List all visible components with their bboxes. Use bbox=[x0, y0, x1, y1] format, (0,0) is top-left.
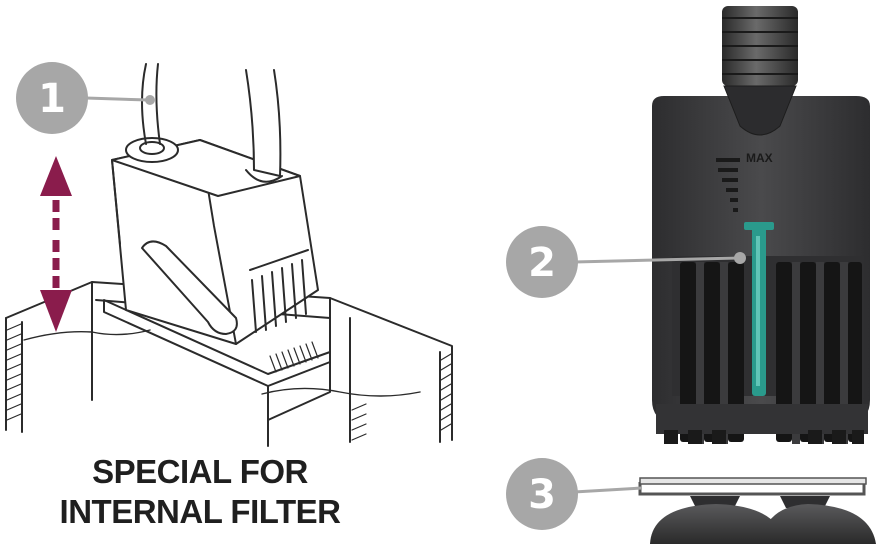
callout-3-number: 3 bbox=[528, 472, 556, 518]
pump-illustration bbox=[111, 63, 319, 345]
caption-line-1: SPECIAL FOR bbox=[92, 453, 308, 490]
double-arrow-icon bbox=[40, 156, 72, 332]
pump-closeup: MAX bbox=[652, 6, 870, 444]
level-indicator bbox=[744, 222, 774, 396]
callout-2: 2 bbox=[506, 226, 746, 298]
max-label: MAX bbox=[746, 151, 773, 165]
caption: SPECIAL FOR INTERNAL FILTER bbox=[40, 452, 360, 532]
caption-line-2: INTERNAL FILTER bbox=[59, 493, 341, 530]
callout-2-number: 2 bbox=[528, 240, 556, 286]
suction-cup-icon bbox=[638, 477, 876, 544]
filter-illustration bbox=[5, 63, 453, 447]
intake-slots bbox=[656, 256, 868, 444]
callout-1-number: 1 bbox=[38, 76, 66, 122]
callout-1: 1 bbox=[16, 62, 155, 134]
callout-3: 3 bbox=[506, 458, 643, 530]
level-scale bbox=[716, 158, 740, 212]
